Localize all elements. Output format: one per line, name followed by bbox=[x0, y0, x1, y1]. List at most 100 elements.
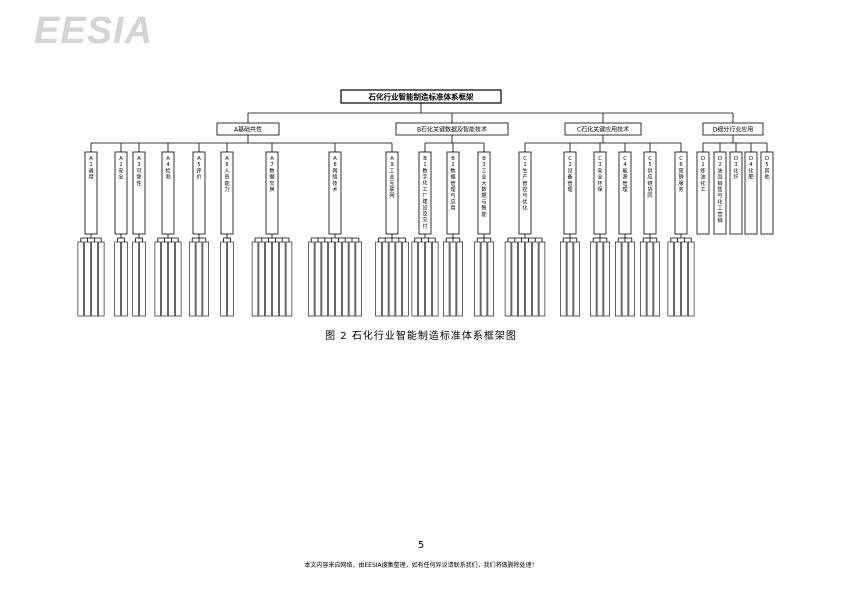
leaf-box bbox=[84, 241, 91, 317]
leaf-box bbox=[621, 241, 629, 317]
sub-box bbox=[744, 151, 758, 235]
leaf-box bbox=[341, 241, 349, 317]
leaf-box bbox=[425, 241, 432, 317]
sub-box bbox=[593, 151, 607, 235]
leaf-box bbox=[687, 241, 695, 317]
sub-box bbox=[265, 151, 279, 235]
leaf-box bbox=[538, 241, 546, 317]
leaf-box bbox=[91, 241, 98, 317]
leaf-box bbox=[402, 241, 409, 317]
leaf-box bbox=[531, 241, 539, 317]
leaf-box bbox=[175, 241, 182, 317]
leaf-box bbox=[202, 241, 209, 317]
category-label: C石化关键应用技术 bbox=[577, 126, 629, 134]
leaf-box bbox=[77, 241, 85, 317]
leaf-box bbox=[646, 241, 654, 317]
sub-box bbox=[518, 151, 532, 235]
leaf-box bbox=[307, 241, 315, 317]
leaf-box bbox=[348, 241, 356, 317]
sub-box bbox=[114, 151, 128, 235]
sub-box bbox=[729, 151, 743, 235]
leaf-box bbox=[449, 241, 457, 317]
leaf-box bbox=[258, 241, 265, 317]
sub-box bbox=[446, 151, 460, 235]
leaf-box bbox=[674, 241, 681, 317]
category-box bbox=[216, 122, 280, 136]
leaf-box bbox=[375, 241, 382, 317]
leaf-box bbox=[395, 241, 402, 317]
eesia-logo: EESIA bbox=[34, 10, 154, 52]
sub-box bbox=[385, 151, 399, 235]
leaf-box bbox=[411, 241, 418, 317]
leaf-box bbox=[628, 241, 636, 317]
leaf-box bbox=[227, 241, 234, 317]
leaf-box bbox=[154, 241, 161, 317]
sub-box bbox=[220, 151, 234, 235]
sub-box bbox=[674, 151, 688, 235]
figure-caption: 图 2 石化行业智能制造标准体系框架图 bbox=[325, 331, 517, 342]
leaf-box bbox=[573, 241, 581, 317]
leaf-box bbox=[559, 241, 567, 317]
sub-box bbox=[161, 151, 175, 235]
footer-disclaimer: 本文内容来自网络，由EESIA搜集整理，如有任何异议请联系我们，我们将做删除处理… bbox=[304, 562, 538, 569]
leaf-box bbox=[566, 241, 574, 317]
leaf-box bbox=[614, 241, 622, 317]
category-label: B石化关键数据及智能技术 bbox=[417, 126, 487, 134]
leaf-box bbox=[161, 241, 168, 317]
leaf-box bbox=[335, 241, 342, 317]
leaf-box bbox=[487, 241, 494, 317]
category-label: D细分行业应用 bbox=[713, 126, 754, 134]
leaf-box bbox=[596, 241, 604, 317]
leaf-box bbox=[321, 241, 328, 317]
leaf-box bbox=[603, 241, 611, 317]
leaf-box bbox=[195, 241, 203, 317]
leaf-box bbox=[418, 241, 425, 317]
leaf-box bbox=[473, 241, 481, 317]
leaf-box bbox=[132, 241, 139, 317]
page-number: 5 bbox=[417, 540, 425, 551]
leaf-box bbox=[139, 241, 146, 317]
sub-box bbox=[132, 151, 146, 235]
sub-box bbox=[192, 151, 206, 235]
leaf-box bbox=[285, 241, 293, 317]
leaf-box bbox=[442, 241, 450, 317]
leaf-box bbox=[480, 241, 488, 317]
leaf-box bbox=[511, 241, 518, 317]
leaf-box bbox=[272, 241, 279, 317]
category-box bbox=[564, 122, 642, 136]
sub-box bbox=[84, 151, 98, 235]
leaf-box bbox=[278, 241, 286, 317]
leaf-box bbox=[456, 241, 463, 317]
category-label: A基础共性 bbox=[234, 126, 262, 134]
leaf-box bbox=[251, 241, 259, 317]
leaf-box bbox=[328, 241, 335, 317]
sub-box bbox=[713, 151, 727, 235]
leaf-box bbox=[589, 241, 597, 317]
leaf-box bbox=[355, 241, 362, 317]
root-box bbox=[340, 89, 502, 104]
leaf-box bbox=[168, 241, 175, 317]
leaf-box bbox=[504, 241, 512, 317]
leaf-box bbox=[314, 241, 322, 317]
leaf-box bbox=[121, 241, 128, 317]
leaf-box bbox=[388, 241, 396, 317]
leaf-box bbox=[518, 241, 525, 317]
